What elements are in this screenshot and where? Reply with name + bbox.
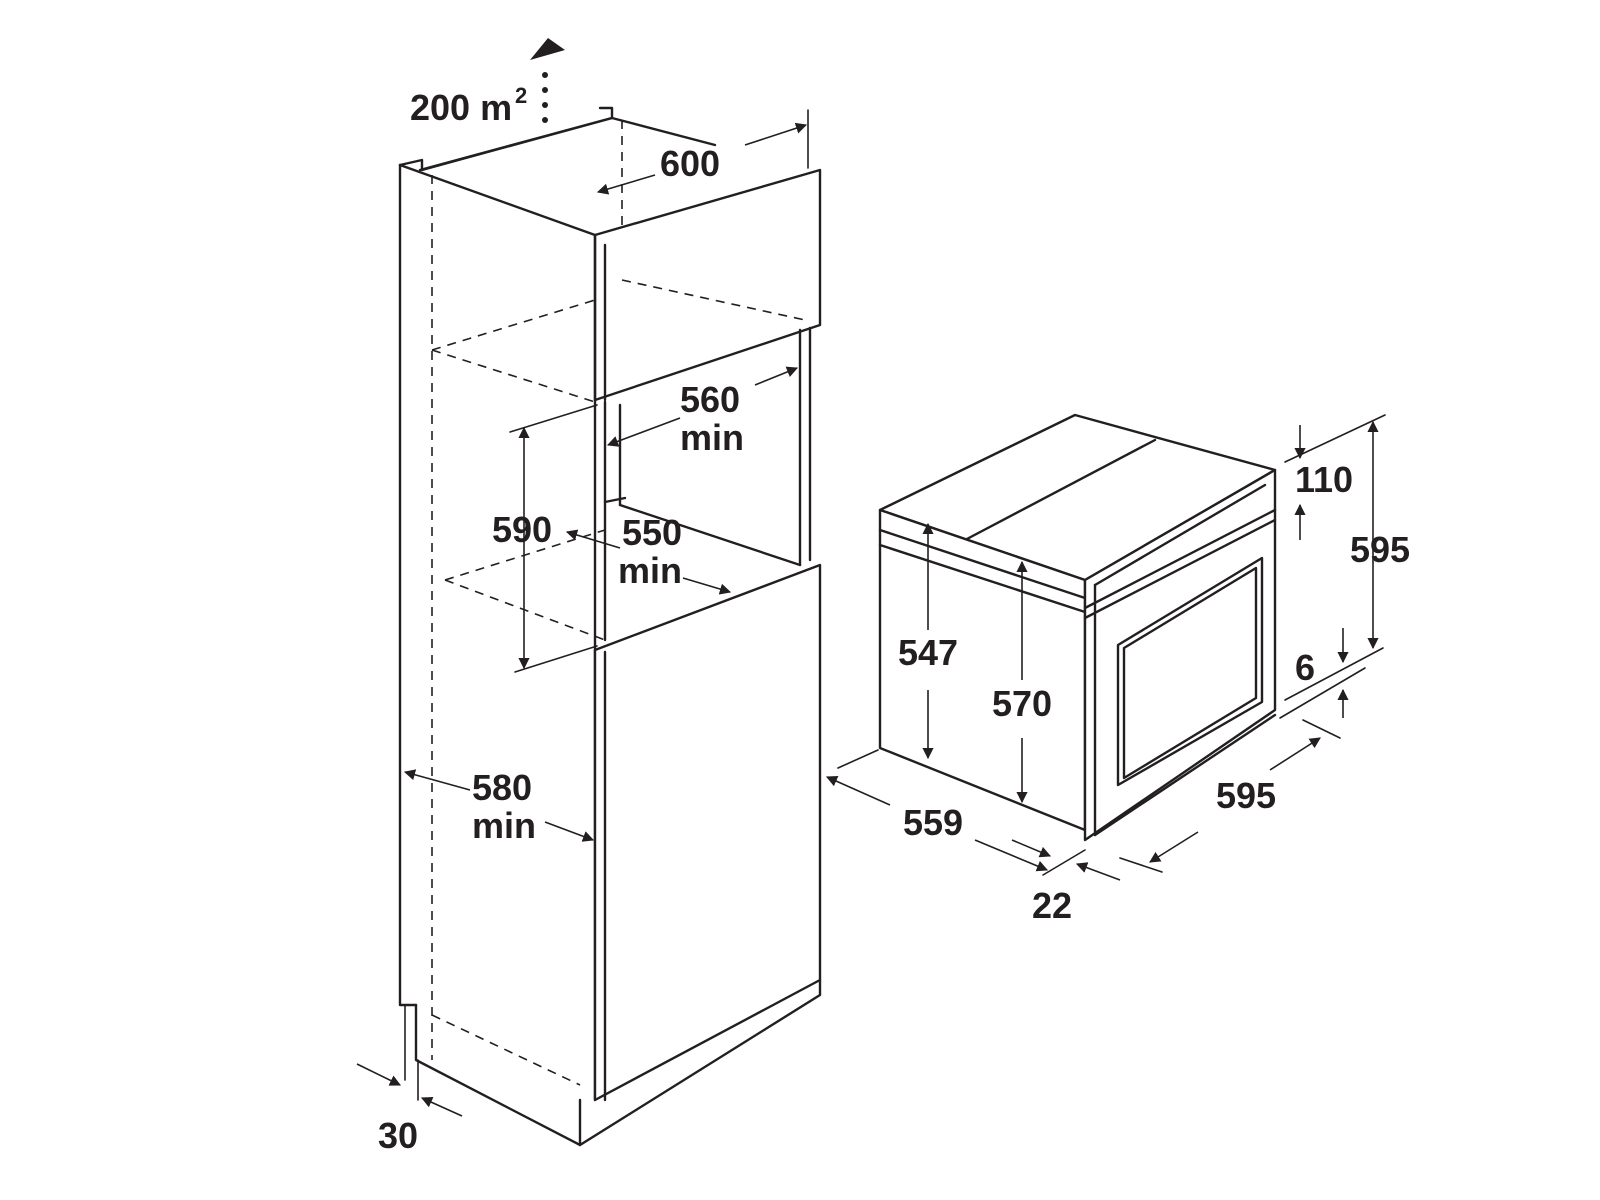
- niche-width-min: min: [618, 550, 682, 591]
- bottom-gap-label: 6: [1295, 647, 1315, 688]
- oven-depth-height-label: 570: [992, 683, 1052, 724]
- cabinet-width-label: 600: [660, 143, 720, 184]
- cabinet-drawing: [398, 106, 822, 1147]
- niche-depth-value: 560: [680, 379, 740, 420]
- cabinet-depth-value: 580: [472, 767, 532, 808]
- plinth-gap-label: 30: [378, 1115, 418, 1156]
- niche-width-value: 550: [622, 512, 682, 553]
- niche-height-label: 590: [492, 509, 552, 550]
- front-thickness-label: 22: [1032, 885, 1072, 926]
- dimension-labels: 200 m 2 600 560 min 590 550 min 580 min …: [378, 83, 1410, 1156]
- vent-area-label: 200 m: [410, 87, 512, 128]
- oven-body-depth-label: 559: [903, 802, 963, 843]
- vent-area-superscript: 2: [515, 83, 527, 108]
- niche-depth-min: min: [680, 417, 744, 458]
- oven-body-height-label: 547: [898, 632, 958, 673]
- oven-width-label: 595: [1216, 775, 1276, 816]
- cabinet-depth-min: min: [472, 805, 536, 846]
- oven-total-height-label: 595: [1350, 529, 1410, 570]
- panel-height-label: 110: [1295, 459, 1353, 500]
- dimension-lines: [356, 38, 1386, 1117]
